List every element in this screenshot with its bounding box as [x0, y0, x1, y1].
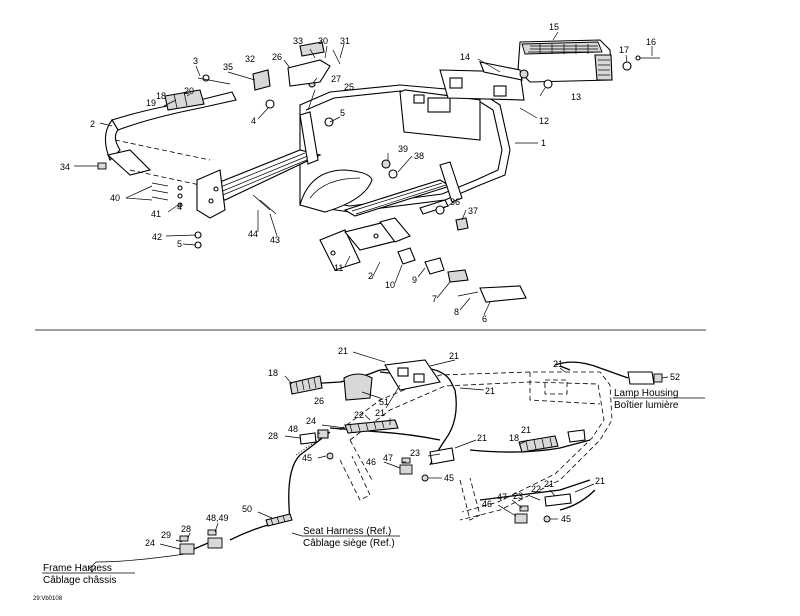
callout-b21a: 21 [338, 346, 348, 356]
lamp-housing-label: Lamp Housing [614, 388, 678, 399]
callout-42: 42 [152, 232, 162, 242]
callout-32: 32 [245, 54, 255, 64]
callout-b21e: 21 [595, 476, 605, 486]
callout-b21g: 21 [375, 408, 385, 418]
callout-b21i: 21 [521, 425, 531, 435]
top-leaders [74, 31, 653, 316]
bottom-leaders [159, 351, 669, 550]
tail-lamp [439, 39, 613, 101]
callout-b47: 47 [383, 453, 393, 463]
callout-b52: 52 [670, 372, 680, 382]
callout-b26: 26 [314, 396, 324, 406]
callout-b29: 29 [161, 530, 171, 540]
callout-b23b: 23 [513, 491, 523, 501]
cablage-chassis-label: Câblage châssis [43, 575, 116, 586]
callout-b48: 48 [288, 424, 298, 434]
lamp-wiring [554, 361, 663, 385]
callout-17: 17 [619, 45, 629, 55]
callout-b21d: 21 [477, 433, 487, 443]
callout-11: 11 [334, 263, 343, 273]
callout-7: 7 [432, 294, 437, 304]
callout-1: 1 [541, 138, 546, 148]
callout-14: 14 [460, 52, 470, 62]
top-callouts: 1 2 3 4 5 6 7 8 9 10 11 12 13 14 15 16 1… [60, 22, 656, 324]
callout-b28: 28 [268, 431, 278, 441]
bottom-harness-view: 18 21 21 21 21 21 21 26 51 52 24 22 21 2… [42, 346, 705, 586]
callout-b45b: 45 [444, 473, 454, 483]
callout-b22b: 22 [531, 484, 541, 494]
figure-code: 29:Vb0108 [33, 596, 63, 602]
callout-b23: 23 [410, 448, 420, 458]
callout-b18b: 18 [509, 433, 519, 443]
callout-20: 20 [184, 86, 194, 96]
callout-38: 38 [414, 151, 424, 161]
callout-b46b: 46 [482, 499, 492, 509]
harness-captions: Lamp Housing Boîtier lumière Seat Harnes… [42, 388, 705, 586]
callout-9: 9 [412, 275, 417, 285]
top-exploded-view: 1 2 3 4 5 6 7 8 9 10 11 12 13 14 15 16 1… [60, 22, 660, 324]
callout-b24: 24 [306, 416, 316, 426]
callout-b45a: 45 [302, 453, 312, 463]
callout-b50: 50 [242, 504, 252, 514]
bottom-callouts: 18 21 21 21 21 21 21 26 51 52 24 22 21 2… [145, 346, 680, 548]
callout-5b: 5 [177, 239, 182, 249]
hardware [151, 41, 660, 303]
callout-2b: 2 [368, 271, 373, 281]
callout-4: 4 [251, 116, 256, 126]
frame-harness-label: Frame Harness [43, 563, 112, 574]
callout-b18a: 18 [268, 368, 278, 378]
callout-34: 34 [60, 162, 70, 172]
callout-25: 25 [344, 82, 354, 92]
callout-26: 26 [272, 52, 282, 62]
callout-2: 2 [90, 119, 95, 129]
callout-31: 31 [340, 36, 350, 46]
callout-b21h: 21 [544, 479, 554, 489]
frame-part [196, 84, 511, 219]
callout-b51: 51 [379, 397, 389, 407]
seat-harness-label: Seat Harness (Ref.) [303, 526, 391, 537]
callout-41: 41 [151, 209, 161, 219]
callout-10: 10 [385, 280, 395, 290]
frame-ghost [339, 371, 613, 521]
callout-13: 13 [571, 92, 581, 102]
callout-33: 33 [293, 36, 303, 46]
callout-b48-49: 48,49 [206, 513, 229, 523]
callout-16: 16 [646, 37, 656, 47]
callout-b22: 22 [354, 410, 364, 420]
callout-4b: 4 [177, 202, 182, 212]
callout-27: 27 [331, 74, 341, 84]
callout-6: 6 [482, 314, 487, 324]
callout-37: 37 [468, 206, 478, 216]
callout-40: 40 [110, 193, 120, 203]
callout-30: 30 [318, 36, 328, 46]
callout-19: 19 [146, 98, 156, 108]
seat-wiring [87, 359, 596, 573]
callout-b45c: 45 [561, 514, 571, 524]
callout-b24b: 24 [145, 538, 155, 548]
callout-18: 18 [156, 91, 166, 101]
callout-b28b: 28 [181, 524, 191, 534]
callout-15: 15 [549, 22, 559, 32]
cablage-siege-label: Câblage siège (Ref.) [303, 538, 395, 549]
callout-44: 44 [248, 229, 258, 239]
callout-3: 3 [193, 56, 198, 66]
boitier-lumiere-label: Boîtier lumière [614, 400, 679, 411]
backrest [299, 169, 445, 275]
callout-35: 35 [223, 62, 233, 72]
callout-5: 5 [340, 108, 345, 118]
callout-43: 43 [270, 235, 280, 245]
callout-8: 8 [454, 307, 459, 317]
callout-39: 39 [398, 144, 408, 154]
callout-b46: 46 [366, 457, 376, 467]
callout-b21c: 21 [485, 386, 495, 396]
callout-12: 12 [539, 116, 549, 126]
callout-b47b: 47 [497, 492, 507, 502]
callout-36: 36 [450, 197, 460, 207]
grab-handle [97, 89, 237, 186]
callout-b21f: 21 [553, 359, 563, 369]
callout-b21b: 21 [449, 351, 459, 361]
